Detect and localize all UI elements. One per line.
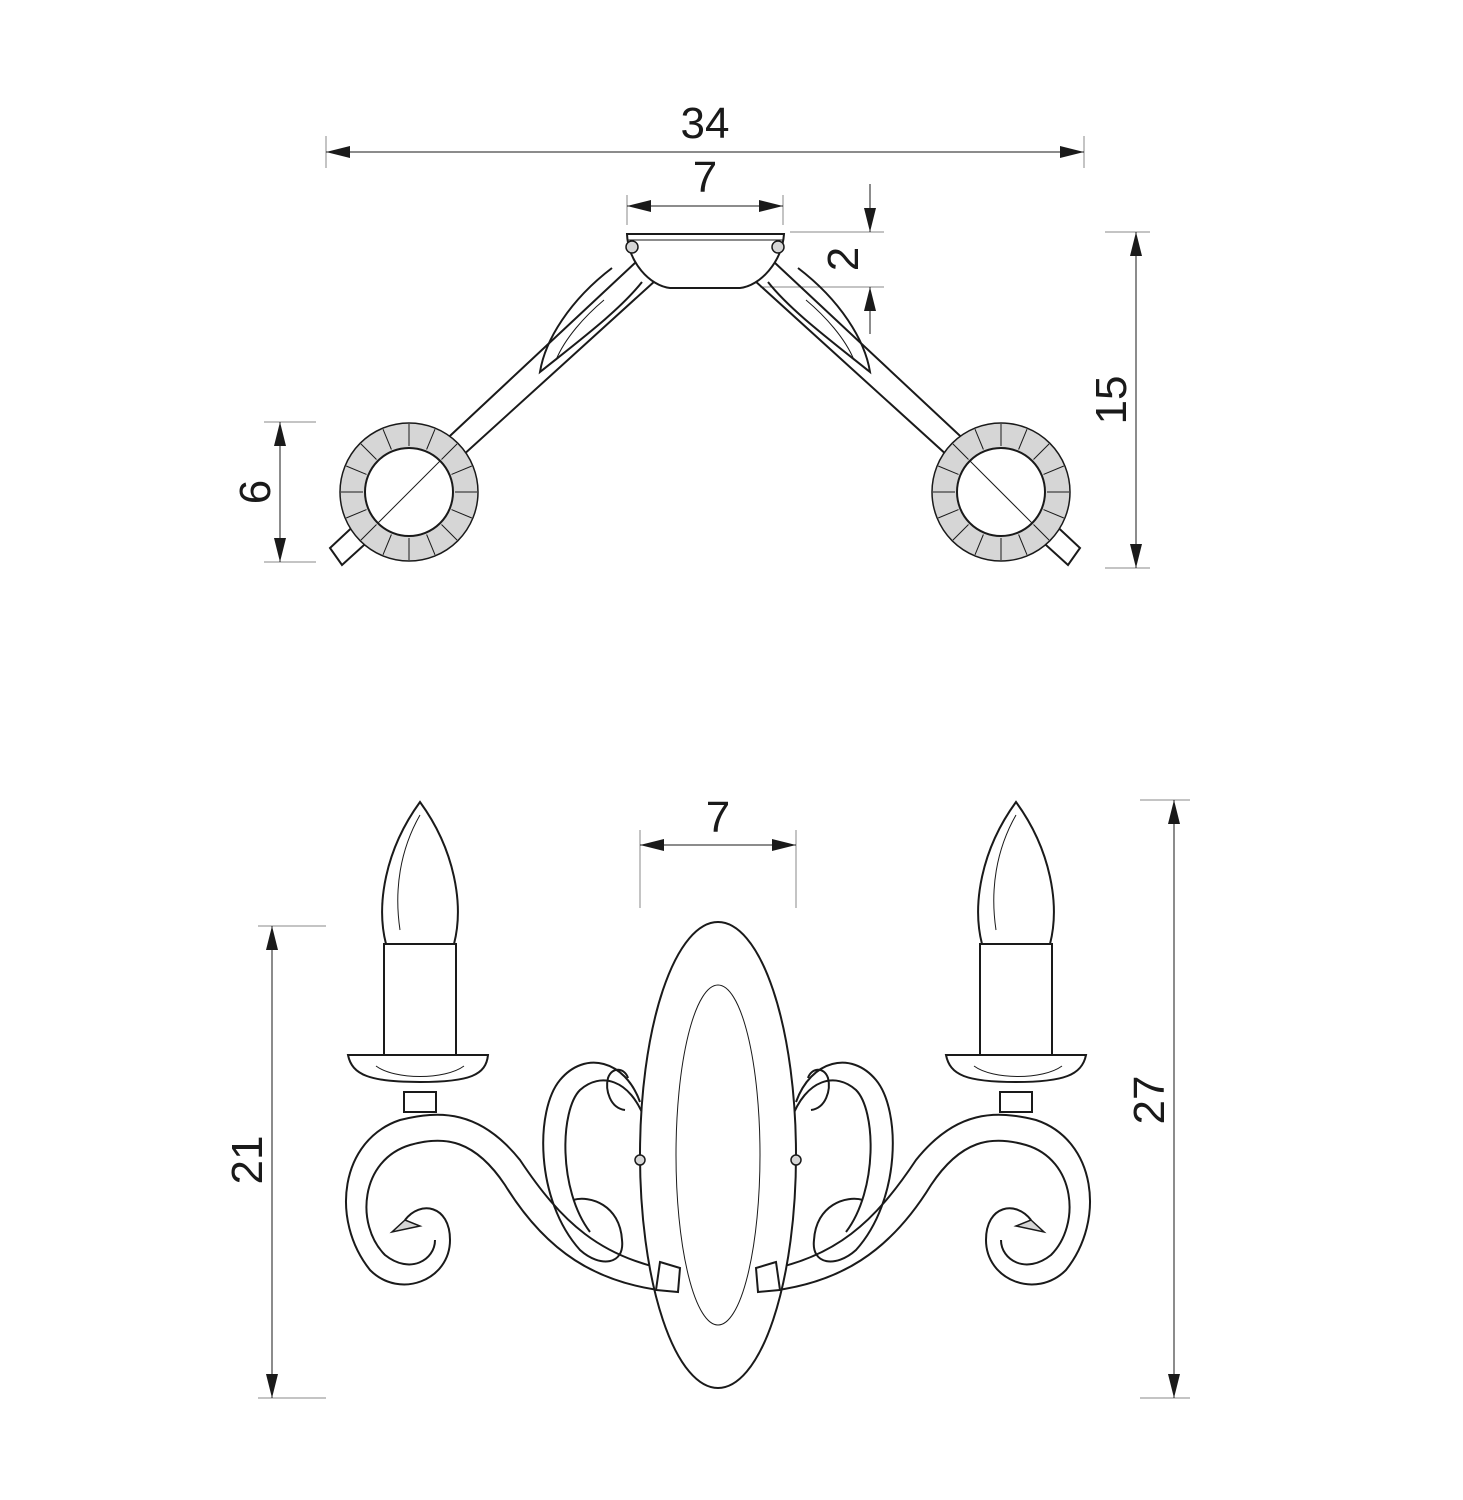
cup-petal-line: [1033, 524, 1050, 541]
cup-petal-line: [1018, 429, 1028, 450]
dim-overall-width: 34: [325, 99, 1085, 168]
cup-petal-line: [952, 443, 969, 460]
dim-plate-width: 7: [639, 793, 797, 908]
cup-petal-line: [1043, 509, 1064, 519]
top-view: 34 7 2 15 6: [231, 99, 1150, 569]
top-arms: [328, 261, 1082, 567]
cup-petal-line: [952, 524, 969, 541]
cup-petal-line: [382, 429, 392, 450]
cup-petal-line: [938, 465, 959, 475]
front-right-candle: [944, 800, 1088, 1113]
dim-base-width-label: 7: [693, 153, 717, 202]
cup-petal-line: [382, 534, 392, 555]
dim-cup-diameter-label: 6: [231, 480, 280, 504]
cup-petal-line: [1043, 465, 1064, 475]
cup-petal-line: [441, 443, 458, 460]
dim-total-height: 27: [1125, 799, 1190, 1399]
front-wall-plate: [634, 921, 802, 1389]
cup-petal-line: [451, 465, 472, 475]
front-left-candle: [346, 800, 490, 1113]
cup-petal-line: [938, 509, 959, 519]
dim-base-height: 2: [760, 184, 884, 334]
cup-petal-line: [346, 509, 367, 519]
cup-petal-line: [974, 429, 984, 450]
dim-depth: 15: [1087, 231, 1150, 569]
dim-arm-height-label: 21: [223, 1136, 272, 1185]
dim-arm-height: 21: [223, 925, 326, 1399]
left-bulb: [381, 800, 459, 945]
dim-total-height-label: 27: [1125, 1076, 1174, 1125]
cup-petal-line: [1033, 443, 1050, 460]
cup-petal-line: [451, 509, 472, 519]
front-arm-joints: [654, 1260, 782, 1294]
dim-cup-diameter: 6: [231, 421, 316, 563]
dim-depth-label: 15: [1087, 376, 1136, 425]
dim-base-width: 7: [626, 153, 784, 225]
right-bulb: [977, 800, 1055, 945]
top-right-cup: [931, 422, 1071, 562]
cup-petal-line: [1018, 534, 1028, 555]
dim-overall-width-label: 34: [681, 99, 730, 148]
top-wall-base: [625, 233, 786, 289]
dim-base-height-label: 2: [819, 247, 868, 271]
cup-petal-line: [346, 465, 367, 475]
top-left-cup: [339, 422, 479, 562]
cup-petal-line: [974, 534, 984, 555]
cup-petal-line: [441, 524, 458, 541]
cup-petal-line: [426, 429, 436, 450]
dim-plate-width-label: 7: [706, 793, 730, 842]
front-scroll-arms: [345, 1061, 1091, 1293]
cup-petal-line: [426, 534, 436, 555]
front-view: 7 21 27: [223, 793, 1190, 1399]
cup-petal-line: [360, 443, 377, 460]
cup-petal-line: [360, 524, 377, 541]
